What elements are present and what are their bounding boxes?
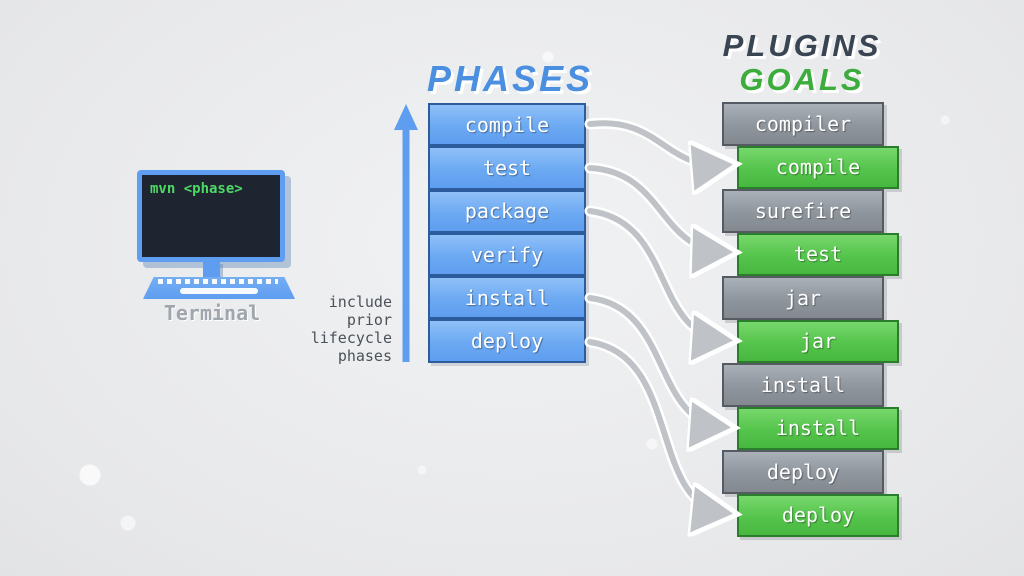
lifecycle-note: include prior lifecycle phases [300, 293, 392, 365]
plugins-title: PLUGINS [722, 28, 882, 63]
plugin-box-deploy: deploy [722, 450, 884, 494]
goal-box-test: test [737, 232, 899, 276]
phase-box-compile: compile [428, 103, 586, 147]
plugin-box-install: install [722, 363, 884, 407]
terminal-keyboard-spacebar [180, 288, 258, 294]
goal-box-install: install [737, 406, 899, 450]
lifecycle-note-line: include [328, 293, 392, 311]
arrow-package-to-jar-goal [587, 208, 726, 340]
plugins-goals-column: compiler compile surefire test jar jar i… [722, 102, 902, 537]
plugin-box-jar: jar [722, 276, 884, 320]
lifecycle-up-arrow [394, 104, 418, 362]
arrow-test-to-test-goal [587, 165, 726, 252]
arrow-compile-to-compile-goal [587, 120, 726, 165]
terminal-label: Terminal [163, 301, 261, 325]
phase-box-install: install [428, 276, 586, 320]
plugin-box-surefire: surefire [722, 189, 884, 233]
terminal-monitor: mvn <phase> [137, 170, 285, 262]
terminal-keyboard-keys [158, 279, 278, 284]
goal-box-deploy: deploy [737, 493, 899, 537]
terminal-command-text: mvn <phase> [150, 181, 243, 197]
lifecycle-note-line: prior [346, 311, 392, 329]
phases-title: PHASES [427, 58, 594, 99]
arrow-deploy-to-deploy-goal [587, 339, 726, 513]
phase-box-verify: verify [428, 232, 586, 277]
plugin-box-compiler: compiler [722, 102, 884, 146]
goal-box-compile: compile [737, 145, 899, 189]
terminal-stand [203, 262, 220, 277]
phase-box-package: package [428, 189, 586, 233]
lifecycle-note-line: lifecycle [310, 329, 392, 347]
arrow-install-to-install-goal [587, 295, 724, 427]
goal-box-jar: jar [737, 319, 899, 363]
goals-title: GOALS [739, 62, 865, 97]
phase-box-deploy: deploy [428, 319, 586, 363]
lifecycle-note-line: phases [337, 347, 392, 365]
phase-box-test: test [428, 146, 586, 190]
phases-column: compile test package verify install depl… [428, 103, 586, 363]
